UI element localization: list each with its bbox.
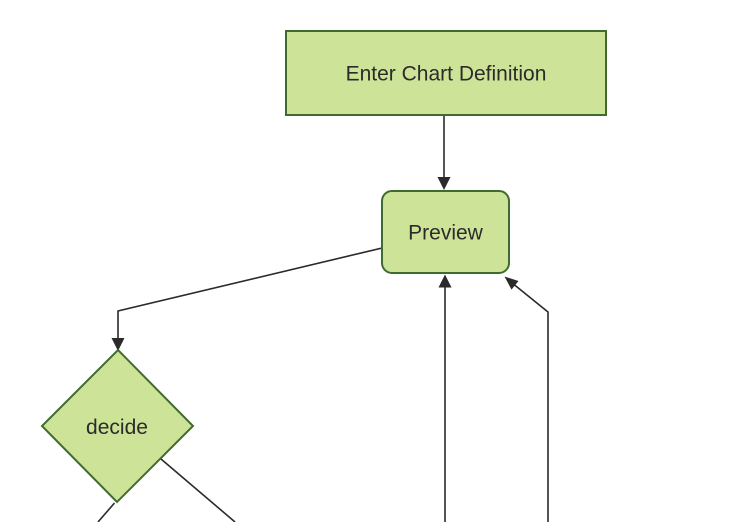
edge-preview-to-decide [111, 247, 383, 351]
node-rounded-rectangle [381, 190, 510, 274]
arrowhead-icon [111, 338, 125, 351]
edge-line [97, 502, 116, 522]
arrowhead-icon [438, 274, 452, 288]
edge-line [513, 283, 549, 522]
edge-offscreen-to-preview-bottom [438, 274, 452, 522]
edge-enter-to-preview [437, 115, 451, 190]
node-label: Enter Chart Definition [346, 63, 547, 86]
node-label: Preview [408, 222, 484, 245]
node-enter-chart-definition: Enter Chart Definition [285, 30, 607, 116]
edge-line [117, 247, 383, 339]
node-decide: decide [40, 348, 195, 504]
node-label: decide [86, 416, 148, 439]
edge-offscreen-to-preview-corner [504, 276, 549, 522]
arrowhead-icon [437, 177, 451, 190]
node-diamond [40, 348, 195, 504]
node-preview: Preview [381, 190, 510, 274]
arrowhead-icon [504, 276, 519, 290]
node-rectangle [285, 30, 607, 116]
edge-line [160, 458, 236, 522]
edge-decide-to-offscreen-right [160, 458, 236, 522]
edge-decide-to-offscreen-left [97, 502, 116, 522]
